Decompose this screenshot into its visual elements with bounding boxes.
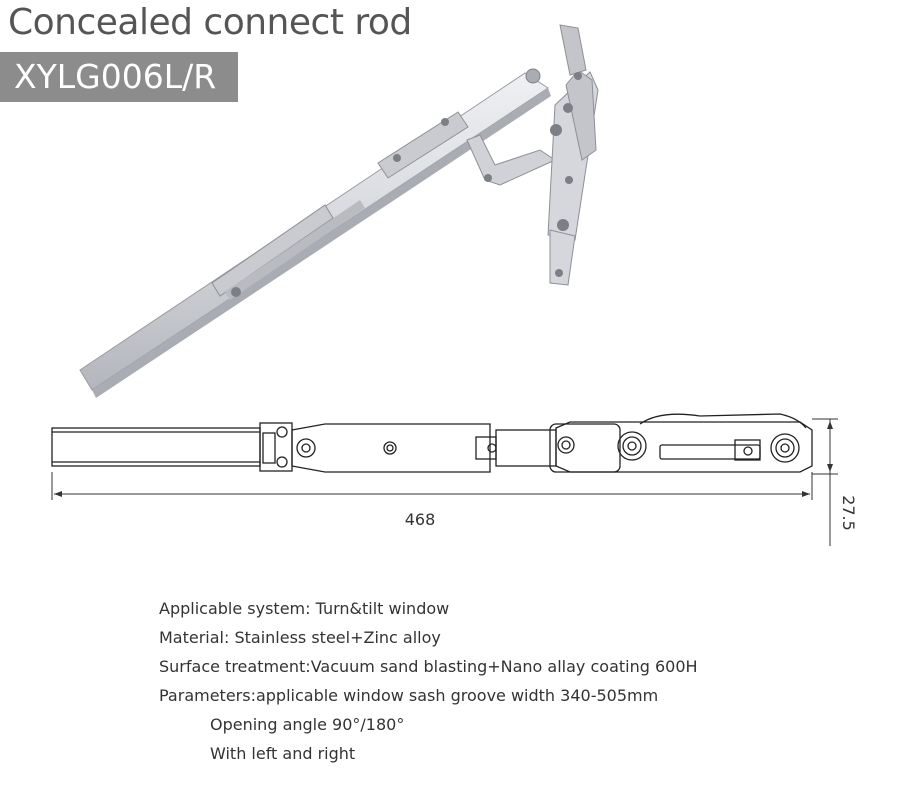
length-dimension-label: 468 (405, 510, 436, 529)
spec-applicable-system: Applicable system: Turn&tilt window (159, 599, 450, 618)
spec-parameters: Parameters:applicable window sash groove… (159, 686, 659, 705)
height-dimension-label: 27.5 (839, 495, 858, 531)
spec-opening-angle: Opening angle 90°/180° (210, 715, 405, 734)
product-photo (79, 24, 599, 398)
spec-surface-treatment: Surface treatment:Vacuum sand blasting+N… (159, 657, 698, 676)
spec-handedness: With left and right (210, 744, 356, 763)
model-badge: XYLG006L/R (0, 52, 238, 102)
spec-list: Applicable system: Turn&tilt window Mate… (159, 594, 698, 768)
spec-material: Material: Stainless steel+Zinc alloy (159, 628, 441, 647)
technical-drawing: 468 27.5 (51, 413, 858, 546)
page-title: Concealed connect rod (8, 2, 412, 43)
